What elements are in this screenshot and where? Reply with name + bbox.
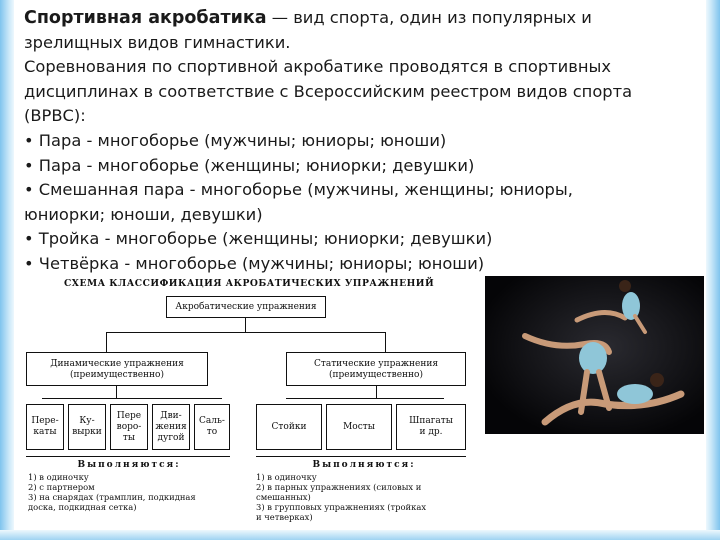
dynamic-label: Динамические упражнения (50, 359, 184, 369)
text-line: дисциплинах в соответствие с Всероссийск… (24, 81, 633, 101)
connector-line (106, 332, 386, 334)
static-item-box: Стойки (256, 404, 322, 450)
item-label: Дви- (160, 411, 182, 421)
static-item-box: Мосты (326, 404, 392, 450)
dynamic-item-box: Пере воро- ты (110, 404, 148, 450)
dynamic-item-box: Ку- вырки (68, 404, 106, 450)
item-label: Пере (116, 411, 142, 421)
root-box: Акробатические упражнения (166, 296, 326, 318)
connector-line (376, 386, 378, 398)
item-label: вырки (72, 427, 102, 437)
list-item: • Смешанная пара - многоборье (мужчины, … (24, 180, 573, 200)
right-frame-gradient (706, 0, 720, 540)
left-execution-heading: Выполняются: (77, 460, 181, 470)
list-item: • Пара - многоборье (мужчины; юниоры; юн… (24, 130, 447, 150)
item-label: то (206, 427, 218, 437)
item-label: Мосты (343, 422, 375, 432)
connector-line (245, 318, 247, 332)
list-line: 1) в одиночку (256, 472, 317, 482)
static-sublabel: (преимущественно) (329, 370, 423, 380)
classification-scheme: СХЕМА КЛАССИФИКАЦИЯ АКРОБАТИЧЕСКИХ УПРАЖ… (24, 276, 469, 522)
connector-line (106, 332, 108, 352)
item-label: воро- (116, 422, 142, 432)
list-line: смешанных) (256, 492, 311, 502)
bottom-frame-gradient (0, 530, 720, 540)
dynamic-item-box: Дви- жения дугой (152, 404, 190, 450)
static-item-box: Шпагаты и др. (396, 404, 466, 450)
page-title: Спортивная акробатика (24, 8, 267, 28)
title-line: Спортивная акробатика — вид спорта, один… (24, 6, 704, 31)
scheme-title: СХЕМА КЛАССИФИКАЦИЯ АКРОБАТИЧЕСКИХ УПРАЖ… (64, 278, 435, 289)
title-continuation: — вид спорта, один из популярных и (266, 8, 592, 27)
item-label: и др. (419, 427, 443, 437)
connector-line (42, 398, 222, 400)
right-execution-heading: Выполняются: (312, 460, 416, 470)
dynamic-item-box: Пере- каты (26, 404, 64, 450)
item-label: Пере- (31, 416, 59, 426)
item-label: Шпагаты (409, 416, 453, 426)
dynamic-sublabel: (преимущественно) (70, 370, 164, 380)
item-label: дугой (157, 433, 185, 443)
acrobats-illustration (485, 276, 704, 434)
static-label: Статические упражнения (313, 359, 439, 369)
static-box: Статические упражнения (преимущественно) (286, 352, 466, 386)
item-label: ты (122, 433, 136, 443)
item-label: Стойки (271, 422, 307, 432)
root-label: Акробатические упражнения (175, 302, 317, 312)
list-item: • Четвёрка - многоборье (мужчины; юниоры… (24, 253, 485, 273)
item-label: жения (155, 422, 187, 432)
list-line: 3) на снарядах (трамплин, подкидная (28, 492, 196, 502)
list-item-continuation: юниорки; юноши, девушки) (24, 204, 263, 224)
intro-text: Спортивная акробатика — вид спорта, один… (24, 6, 704, 277)
text-line: зрелищных видов гимнастики. (24, 32, 291, 52)
acrobatic-group-photo (485, 276, 704, 434)
text-line: (ВРВС): (24, 106, 86, 126)
item-label: Ку- (79, 416, 95, 426)
connector-line (385, 332, 387, 352)
divider-line (256, 456, 466, 458)
right-execution-list: 1) в одиночку 2) в парных упражнениях (с… (256, 472, 426, 522)
list-line: 3) в групповых упражнениях (тройках (256, 502, 427, 512)
list-line: 2) с партнером (28, 482, 95, 492)
list-line: и четверках) (256, 512, 313, 522)
left-execution-list: 1) в одиночку 2) с партнером 3) на снаря… (28, 472, 196, 512)
list-item: • Тройка - многоборье (женщины; юниорки;… (24, 229, 493, 249)
divider-line (26, 456, 230, 458)
dynamic-box: Динамические упражнения (преимущественно… (26, 352, 208, 386)
list-line: 1) в одиночку (28, 472, 89, 482)
connector-line (116, 386, 118, 398)
item-label: Саль- (199, 416, 225, 426)
left-frame-gradient (0, 0, 14, 540)
list-line: 2) в парных упражнениях (силовых и (256, 482, 422, 492)
list-item: • Пара - многоборье (женщины; юниорки; д… (24, 155, 475, 175)
text-line: Соревнования по спортивной акробатике пр… (24, 57, 611, 77)
item-label: каты (33, 427, 57, 437)
dynamic-item-box: Саль- то (194, 404, 230, 450)
connector-line (286, 398, 444, 400)
list-line: доска, подкидная сетка) (28, 502, 137, 512)
